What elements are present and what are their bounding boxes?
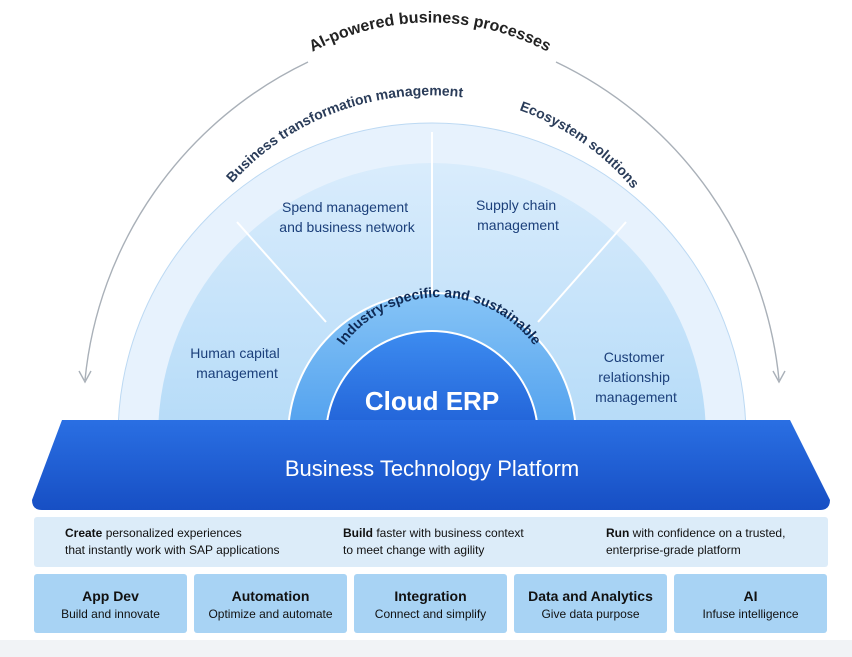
pillars-row: App Dev Build and innovate Automation Op… (34, 574, 828, 633)
pillar-title: App Dev (82, 588, 139, 604)
feature-text-line2: that instantly work with SAP application… (65, 543, 280, 557)
pillar-subtitle: Optimize and automate (208, 607, 333, 621)
pillar-ai: AI Infuse intelligence (674, 574, 827, 633)
feature-create: Create personalized experiences that ins… (65, 525, 280, 559)
pillar-app-dev: App Dev Build and innovate (34, 574, 187, 633)
platform-label: Business Technology Platform (285, 456, 579, 481)
pillar-automation: Automation Optimize and automate (194, 574, 347, 633)
feature-text-line2: enterprise-grade platform (606, 543, 741, 557)
pillar-data-analytics: Data and Analytics Give data purpose (514, 574, 667, 633)
feature-text: with confidence on a trusted, (629, 526, 786, 540)
cloud-erp-core (324, 330, 540, 438)
pillar-title: Data and Analytics (528, 588, 653, 604)
platform-band (32, 420, 830, 510)
segment-human-capital: Human capital management (190, 345, 283, 381)
segment-customer-relationship: Customer relationship management (595, 349, 677, 405)
feature-keyword: Build (343, 526, 373, 540)
core-label: Cloud ERP (365, 386, 499, 416)
outer-arrow-right (555, 61, 786, 384)
segment-supply-chain: Supply chain management (476, 197, 560, 233)
pillar-title: AI (743, 588, 758, 604)
pillar-subtitle: Build and innovate (61, 607, 160, 621)
pillar-integration: Integration Connect and simplify (354, 574, 507, 633)
pillar-subtitle: Infuse intelligence (702, 607, 799, 621)
outer-arc-label: AI-powered business processes (306, 9, 553, 55)
pillar-subtitle: Give data purpose (541, 607, 640, 621)
pillar-title: Integration (394, 588, 467, 604)
pillar-subtitle: Connect and simplify (374, 607, 487, 621)
feature-text: faster with business context (373, 526, 524, 540)
architecture-diagram: AI-powered business processes Business t… (32, 9, 830, 510)
pillar-title: Automation (231, 588, 310, 604)
feature-run: Run with confidence on a trusted, enterp… (606, 525, 785, 559)
features-strip: Create personalized experiences that ins… (34, 517, 828, 567)
feature-build: Build faster with business context to me… (343, 525, 524, 559)
segment-spend-management: Spend management and business network (279, 199, 415, 235)
segment-dividers (236, 132, 627, 323)
outer-arrow-left (78, 61, 309, 384)
feature-keyword: Create (65, 526, 103, 540)
feature-text: personalized experiences (102, 526, 242, 540)
feature-keyword: Run (606, 526, 630, 540)
bottom-strip (0, 640, 852, 657)
feature-text-line2: to meet change with agility (343, 543, 485, 557)
